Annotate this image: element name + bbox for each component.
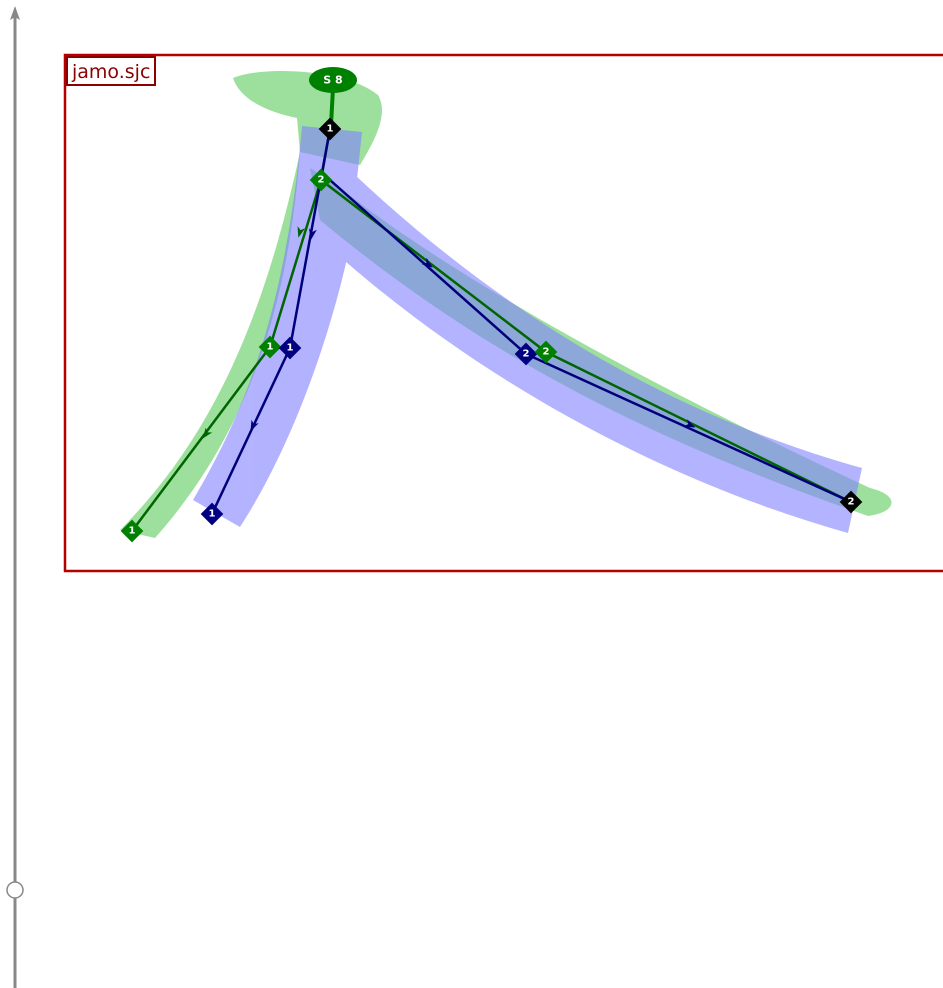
svg-text:1: 1 — [287, 343, 294, 354]
direction-arrow-icons — [202, 226, 696, 439]
timeline-track — [10, 6, 20, 988]
timeline-arrow-icon — [10, 6, 20, 20]
file-name-label: jamo.sjc — [66, 56, 157, 86]
svg-text:2: 2 — [318, 175, 325, 186]
start-badge[interactable]: S 8 — [309, 67, 357, 126]
svg-text:1: 1 — [209, 509, 216, 520]
glyph-frame — [63, 53, 943, 573]
svg-text:1: 1 — [327, 124, 334, 135]
svg-text:1: 1 — [129, 526, 136, 537]
timeline-slider-handle[interactable] — [6, 881, 24, 899]
svg-text:2: 2 — [543, 347, 550, 358]
svg-text:1: 1 — [267, 342, 274, 353]
start-badge-label: S 8 — [323, 74, 342, 87]
svg-text:2: 2 — [523, 349, 530, 360]
svg-text:2: 2 — [848, 497, 855, 508]
